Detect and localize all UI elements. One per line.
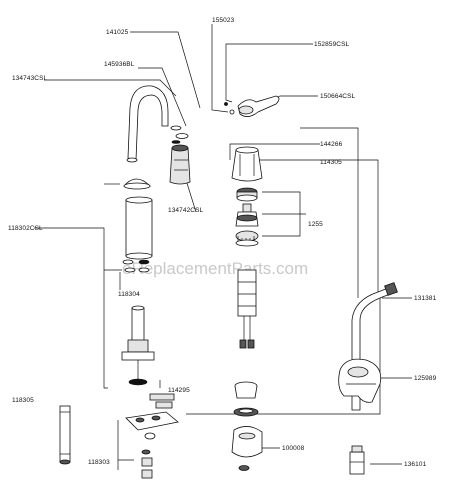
quick-connect [349, 445, 365, 475]
callout-131381: 131381 [414, 295, 437, 302]
callout-1255: 1255 [308, 221, 323, 228]
callout-134742csl: 134742CSL [168, 207, 204, 214]
clip-nut [231, 426, 263, 471]
callout-118302csl: 118302CSL [8, 225, 43, 232]
cartridge [235, 203, 259, 227]
washer-ring [233, 407, 259, 417]
callout-118305: 118305 [12, 397, 34, 404]
callout-100008: 100008 [282, 445, 305, 452]
gasket-ring [234, 381, 258, 399]
hose-bracket [338, 358, 382, 403]
callout-145936bl: 145936BL [104, 61, 135, 68]
supply-shank [237, 269, 257, 349]
callout-125989: 125989 [414, 375, 437, 382]
spout-o-rings [170, 125, 189, 144]
handle [224, 95, 280, 117]
spout [126, 85, 169, 163]
retainer-nut [236, 187, 258, 202]
mounting-plate [125, 393, 179, 479]
callout-150664csl: 150664CSL [320, 93, 356, 100]
spray-head [169, 144, 191, 185]
callout-114305: 114305 [320, 159, 342, 166]
escutcheon-cap [231, 146, 263, 182]
callout-118303: 118303 [88, 459, 110, 466]
adapter-ring [235, 230, 259, 247]
callout-136101: 136101 [404, 461, 427, 468]
sprayer-wand [351, 282, 398, 411]
callout-141025: 141025 [106, 29, 129, 36]
watermark: eReplacementParts.com [122, 259, 308, 278]
mounting-bolt [59, 405, 71, 465]
callout-labels: 141025 155023 152859CSL 145936BL 134743C… [8, 17, 437, 468]
callout-144266: 144266 [320, 141, 343, 148]
callout-134743csl: 134743CSL [12, 75, 48, 82]
leader-lines [34, 24, 412, 470]
callout-155023: 155023 [212, 17, 235, 24]
body-sleeve [125, 196, 153, 260]
callout-152859csl: 152859CSL [314, 41, 350, 48]
valve-body [121, 305, 155, 386]
callout-114295: 114295 [168, 387, 190, 394]
body-o-rings [122, 259, 150, 273]
callout-118304: 118304 [118, 291, 140, 298]
base-cap [123, 178, 151, 190]
